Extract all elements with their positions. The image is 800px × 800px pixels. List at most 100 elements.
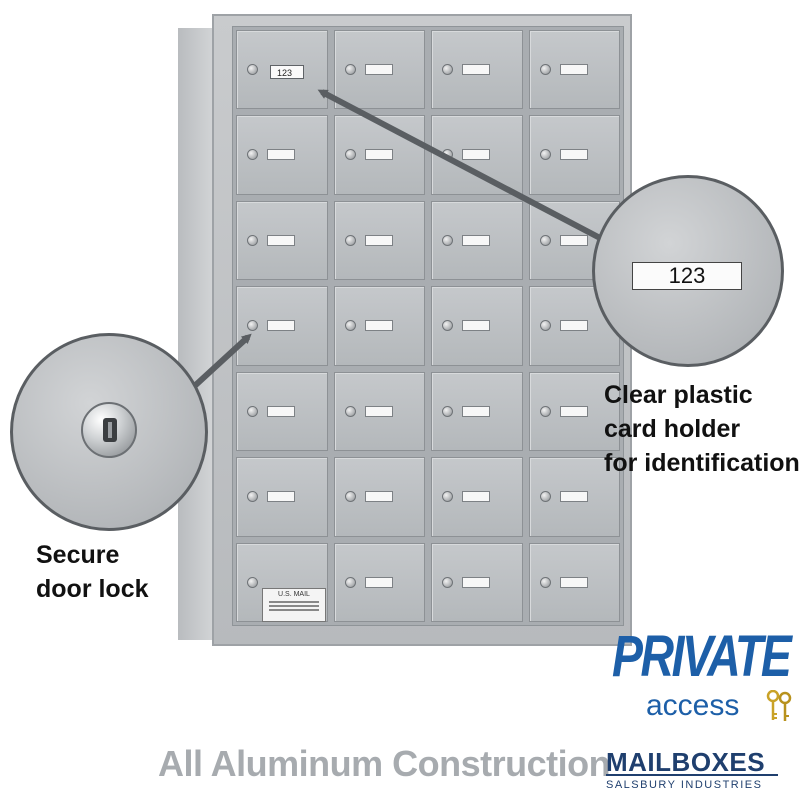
door-lock-icon — [539, 405, 551, 417]
mailbox-door — [431, 286, 523, 366]
card-caption-line: card holder — [604, 415, 741, 443]
door-lock-icon — [539, 320, 551, 332]
usps-plate-fine-print — [269, 609, 319, 611]
door-card-holder — [559, 149, 588, 161]
mailbox-door — [333, 542, 425, 622]
usps-plate-fine-print — [269, 601, 319, 603]
door-card-holder — [559, 491, 588, 503]
door-lock-icon — [344, 491, 356, 503]
door-lock-icon — [344, 576, 356, 588]
door-card-holder — [559, 320, 588, 332]
door-card-holder — [462, 64, 490, 75]
private-badge-subtitle: access — [646, 689, 740, 722]
door-lock-icon — [442, 320, 453, 332]
mailbox-door — [431, 30, 523, 110]
mailbox-door — [431, 457, 523, 537]
door-card-holder — [462, 234, 490, 246]
card-holder-arrow — [317, 89, 602, 241]
mailbox-door — [528, 30, 620, 110]
usps-approval-plate: U.S. MAIL — [262, 588, 326, 622]
door-card-holder — [462, 405, 490, 417]
lock-caption-line: door lock — [36, 575, 149, 603]
mailbox-door — [236, 200, 328, 281]
mailbox-door — [236, 286, 328, 366]
lock-icon — [81, 402, 137, 458]
mailbox-door — [528, 542, 620, 622]
lock-callout — [10, 333, 208, 531]
door-lock-icon — [344, 320, 356, 332]
door-card-holder — [267, 405, 295, 417]
card-holder-caption: Clear plastic card holder for identifica… — [604, 378, 800, 480]
mailbox-door — [236, 115, 328, 195]
door-card-holder — [364, 149, 393, 161]
keys-icon — [766, 690, 792, 721]
door-lock-icon — [442, 405, 453, 417]
private-badge-title: PRIVATE — [612, 624, 792, 689]
mailbox-door — [236, 371, 328, 452]
door-lock-icon — [344, 405, 356, 417]
door-lock-icon — [247, 149, 258, 161]
door-lock-icon — [539, 234, 551, 246]
mailbox-door — [333, 371, 425, 452]
door-card-holder — [462, 491, 490, 503]
mailbox-door — [333, 115, 425, 195]
door-lock-icon — [442, 64, 453, 75]
door-lock-icon — [247, 576, 258, 588]
door-lock-icon — [442, 576, 453, 588]
door-lock-icon — [247, 320, 258, 332]
mailbox-door-grid — [232, 26, 624, 626]
mailbox-door — [333, 457, 425, 537]
door-card-holder — [462, 576, 490, 588]
door-lock-icon — [539, 491, 551, 503]
brand-logo-subtitle: SALSBURY INDUSTRIES — [606, 779, 763, 791]
mailbox-door — [333, 30, 425, 110]
usps-plate-title: U.S. MAIL — [278, 591, 310, 598]
lock-arrow — [185, 333, 252, 395]
mailbox-door — [528, 286, 620, 366]
mailbox-door — [431, 200, 523, 281]
door-card-holder — [267, 491, 295, 503]
door-lock-icon — [344, 64, 356, 75]
lock-caption: Secure door lock — [36, 538, 149, 606]
door-card-holder — [364, 405, 393, 417]
door-card-holder — [364, 491, 393, 503]
door-lock-icon — [344, 234, 356, 246]
door-card-holder — [559, 64, 588, 75]
brand-logo-name: MAILBOXES — [606, 747, 766, 777]
door-lock-icon — [539, 576, 551, 588]
door-lock-icon — [344, 149, 356, 161]
card-holder-label: 123 — [632, 262, 742, 290]
card-caption-line: for identification — [604, 449, 800, 477]
door-card-holder — [364, 576, 393, 588]
mailbox-door — [431, 542, 523, 622]
mailbox-door — [333, 200, 425, 281]
door-lock-icon — [247, 405, 258, 417]
door-card-holder — [267, 234, 295, 246]
door-card-holder — [559, 576, 588, 588]
mailbox-unit-side — [178, 28, 216, 640]
mailbox-door — [528, 115, 620, 195]
door-card-holder — [559, 234, 588, 246]
door-card-holder — [462, 320, 490, 332]
card-caption-line: Clear plastic — [604, 381, 753, 409]
door-lock-icon — [442, 234, 453, 246]
door-card-holder — [559, 405, 588, 417]
door-lock-icon — [539, 64, 551, 75]
door-lock-icon — [247, 64, 258, 75]
door-card-holder-label: 123 — [270, 65, 304, 79]
brand-logo-rule — [606, 774, 778, 776]
mailbox-door — [333, 286, 425, 366]
door-lock-icon — [539, 149, 551, 161]
door-card-holder — [364, 64, 393, 75]
door-lock-icon — [247, 234, 258, 246]
door-card-holder — [267, 320, 295, 332]
door-card-holder — [267, 149, 295, 161]
door-card-holder — [462, 149, 490, 161]
mailbox-door — [528, 371, 620, 452]
usps-plate-fine-print — [269, 605, 319, 607]
door-lock-icon — [442, 491, 453, 503]
door-card-holder — [364, 320, 393, 332]
tagline: All Aluminum Construction — [158, 743, 611, 784]
mailbox-door — [528, 457, 620, 537]
